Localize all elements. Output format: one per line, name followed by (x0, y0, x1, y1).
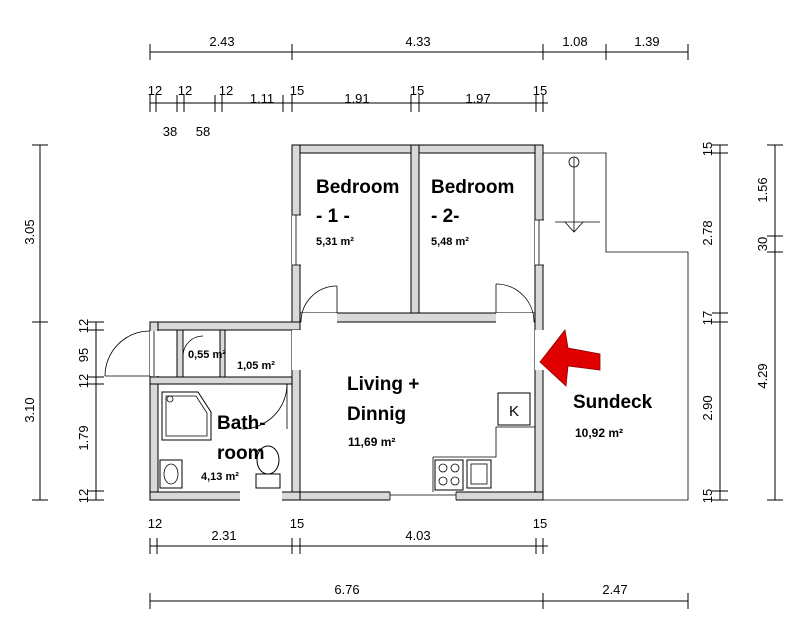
dim-right-30: 30 (755, 237, 770, 251)
dim-bottom-4-03: 4.03 (405, 528, 430, 543)
dim-1-97: 1.97 (465, 91, 490, 106)
entrance-arrow-icon (539, 329, 601, 387)
top-dimension-row-1: 2.43 4.33 1.08 1.39 (149, 34, 689, 60)
dim-bottom-2-31: 2.31 (211, 528, 236, 543)
dim-right-2-90: 2.90 (700, 395, 715, 420)
dim-12-c: 12 (219, 83, 233, 98)
bedroom-1-area: 5,31 m² (316, 236, 354, 248)
dim-1-11: 1.11 (250, 91, 274, 106)
stove (434, 459, 464, 491)
bedroom-2-number: - 2- (431, 206, 460, 227)
right-dimensions: 15 2.78 17 2.90 15 1.56 30 4.29 (700, 142, 783, 503)
dim-15-b: 15 (410, 83, 424, 98)
sundeck-area: 10,92 m² (575, 426, 623, 440)
bedroom-1-title: Bedroom (316, 177, 399, 198)
fridge-box (497, 392, 531, 426)
room-labels: Bedroom - 1 - 5,31 m² Bedroom - 2- 5,48 … (188, 177, 653, 483)
bedroom-2-area: 5,48 m² (431, 236, 469, 248)
bathroom-subtitle: room (217, 443, 265, 464)
dim-6-76: 6.76 (334, 582, 359, 597)
dim-right-15-a: 15 (700, 142, 715, 156)
dim-2-43: 2.43 (209, 34, 234, 49)
washbasin (159, 459, 183, 489)
dim-left-12-c: 12 (76, 489, 91, 503)
dim-15-c: 15 (533, 83, 547, 98)
small-room-b-area: 1,05 m² (237, 360, 275, 372)
walls (149, 144, 544, 501)
dim-right-17: 17 (700, 311, 715, 325)
dim-bottom-12: 12 (148, 516, 162, 531)
bathroom-fixtures (159, 391, 281, 489)
dim-1-08: 1.08 (562, 34, 587, 49)
kitchen-fixtures: K (432, 392, 535, 492)
dim-15-a: 15 (290, 83, 304, 98)
sundeck-title: Sundeck (573, 392, 653, 413)
bottom-dimension-row-2: 6.76 2.47 (149, 582, 689, 609)
dim-right-2-78: 2.78 (700, 220, 715, 245)
dim-1-91: 1.91 (344, 91, 369, 106)
dim-2-47: 2.47 (602, 582, 627, 597)
dim-4-33: 4.33 (405, 34, 430, 49)
door-swings (104, 283, 535, 430)
dim-58: 58 (196, 124, 210, 139)
dim-left-12-a: 12 (76, 319, 91, 333)
bottom-dimension-row-1: 12 2.31 15 4.03 15 (148, 516, 548, 554)
bathroom-area: 4,13 m² (201, 471, 239, 483)
kitchen-box-label: K (509, 403, 519, 420)
top-dimension-row-2: 12 12 12 1.11 15 1.91 15 1.97 15 38 58 (148, 83, 548, 139)
living-subtitle: Dinnig (347, 404, 406, 425)
dim-right-4-29: 4.29 (755, 363, 770, 388)
dim-3-10: 3.10 (22, 397, 37, 422)
small-room-a-area: 0,55 m² (188, 349, 226, 361)
dim-left-95: 95 (76, 348, 91, 362)
living-title: Living + (347, 374, 419, 395)
corner-bathtub (161, 391, 212, 441)
dim-right-15-b: 15 (700, 489, 715, 503)
dim-1-39: 1.39 (634, 34, 659, 49)
dim-bottom-15-a: 15 (290, 516, 304, 531)
sundeck-outline (543, 152, 689, 501)
dim-12-a: 12 (148, 83, 162, 98)
dim-38: 38 (163, 124, 177, 139)
living-area: 11,69 m² (348, 435, 395, 449)
dim-left-12-b: 12 (76, 374, 91, 388)
dim-left-1-79: 1.79 (76, 425, 91, 450)
left-dimensions: 3.05 3.10 12 95 12 1.79 12 (22, 144, 104, 503)
dim-right-1-56: 1.56 (755, 177, 770, 202)
bedroom-2-title: Bedroom (431, 177, 514, 198)
bathroom-title: Bath- (217, 413, 266, 434)
openings (150, 214, 544, 501)
bedroom-1-number: - 1 - (316, 206, 350, 227)
dim-3-05: 3.05 (22, 219, 37, 244)
dim-12-b: 12 (178, 83, 192, 98)
dim-bottom-15-b: 15 (533, 516, 547, 531)
